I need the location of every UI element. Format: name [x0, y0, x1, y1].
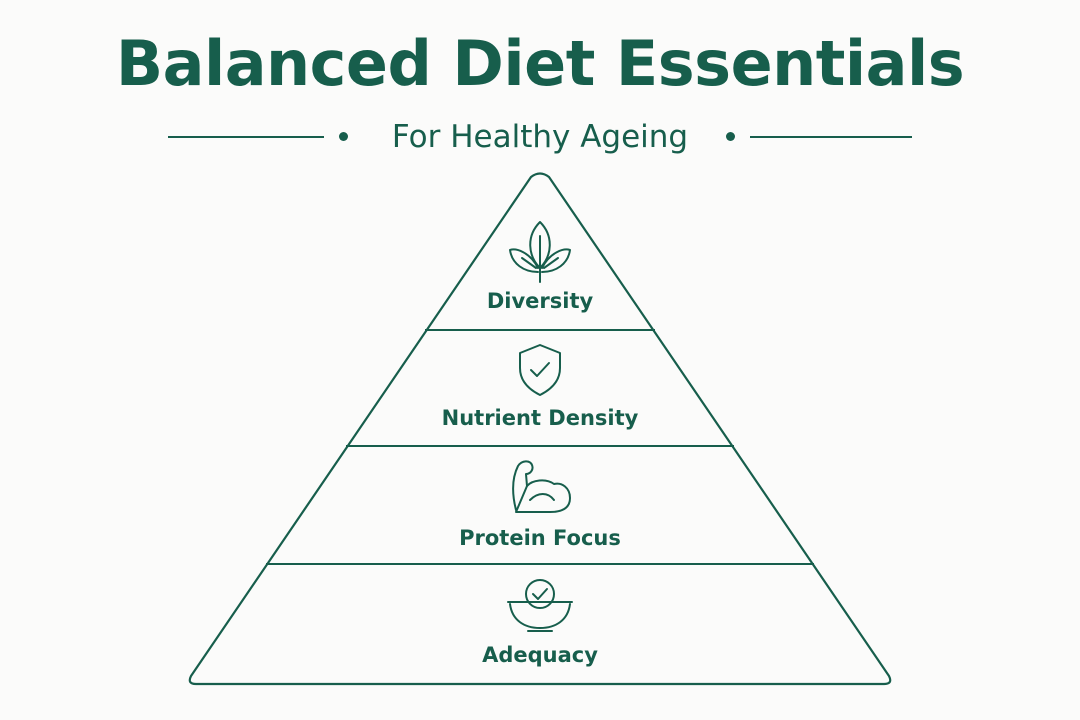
divider-left	[168, 136, 324, 138]
leaf-sprout-icon	[509, 221, 571, 283]
shield-check-icon	[519, 344, 561, 396]
bullet-dot-left	[339, 132, 348, 141]
page-title: Balanced Diet Essentials	[115, 27, 965, 100]
bowl-check-icon	[507, 579, 573, 632]
flexed-arm-icon	[512, 460, 571, 513]
page-subtitle: For Healthy Ageing	[391, 119, 689, 155]
tier-label-nutrient-density: Nutrient Density	[442, 406, 639, 430]
tier-label-diversity: Diversity	[487, 289, 594, 313]
divider-right	[750, 136, 912, 138]
subtitle-row: For Healthy Ageing	[0, 112, 1080, 162]
bullet-dot-right	[726, 132, 735, 141]
tier-label-protein-focus: Protein Focus	[459, 526, 621, 550]
pyramid-outline	[188, 172, 892, 686]
tier-label-adequacy: Adequacy	[482, 643, 598, 667]
